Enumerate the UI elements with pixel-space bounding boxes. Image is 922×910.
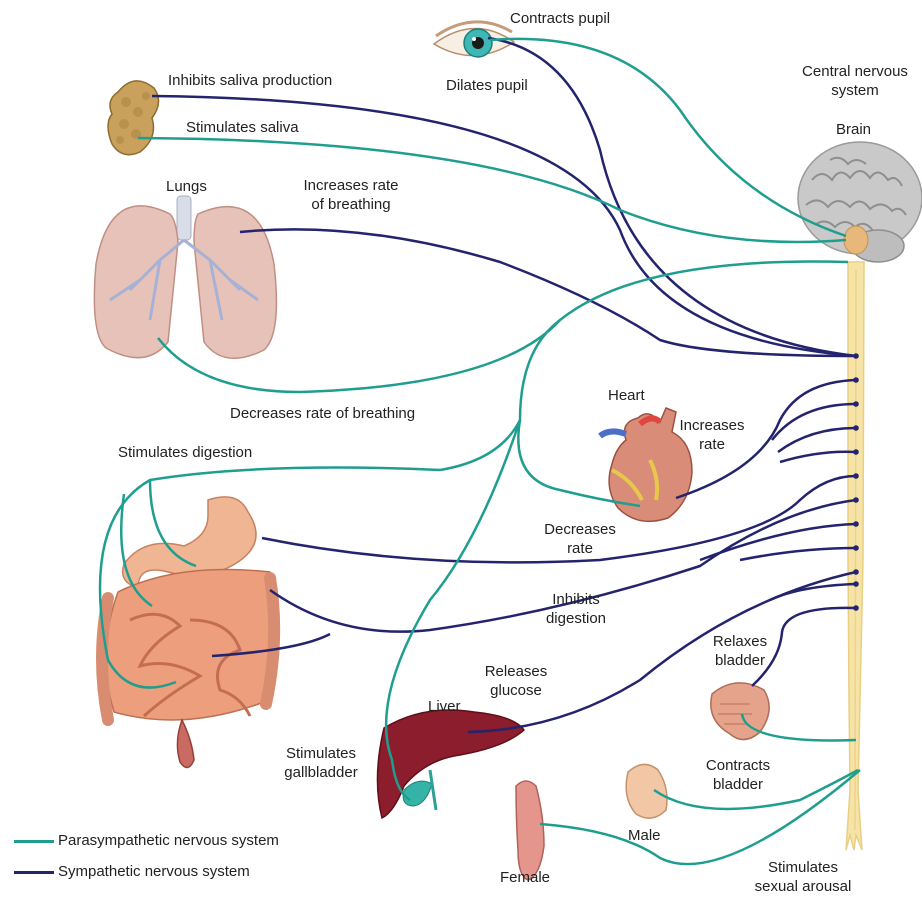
label-decreases-rate-line2: rate bbox=[567, 540, 593, 557]
label-dilates-pupil: Dilates pupil bbox=[446, 77, 528, 94]
heart-icon bbox=[598, 407, 693, 523]
para-male bbox=[653, 768, 859, 811]
para-lungs bbox=[157, 319, 561, 394]
label-inhibits-digestion: Inhibits digestion bbox=[536, 590, 616, 628]
label-sexual-arousal-line2: sexual arousal bbox=[754, 878, 852, 895]
label-liver: Liver bbox=[428, 698, 461, 715]
brain-icon bbox=[797, 141, 922, 263]
label-increases-rate: Increases rate bbox=[672, 416, 752, 454]
label-increases-rate-line2: rate bbox=[699, 436, 725, 453]
para-female bbox=[539, 769, 861, 866]
legend-label-parasympathetic: Parasympathetic nervous system bbox=[58, 832, 279, 849]
lungs-icon bbox=[93, 195, 278, 360]
label-lungs: Lungs bbox=[166, 178, 207, 195]
para-gallbladder bbox=[384, 419, 522, 802]
label-decreases-rate: Decreases rate bbox=[540, 520, 620, 558]
legend-label-sympathetic: Sympathetic nervous system bbox=[58, 863, 250, 880]
label-stimulates-gallbladder-line1: Stimulates bbox=[285, 745, 357, 762]
legend-swatch-parasympathetic bbox=[14, 840, 54, 843]
salivary-gland-icon bbox=[107, 80, 160, 156]
label-brain: Brain bbox=[836, 121, 872, 138]
symp-pupil bbox=[487, 36, 857, 358]
label-increases-breathing: Increases rate of breathing bbox=[296, 176, 406, 214]
eye-icon bbox=[432, 20, 516, 58]
label-releases-glucose-line1: Releases bbox=[484, 663, 548, 680]
label-male: Male bbox=[628, 827, 661, 844]
legend-swatch-sympathetic bbox=[14, 871, 54, 874]
label-heart: Heart bbox=[608, 387, 645, 404]
symp-stomach bbox=[261, 474, 857, 564]
para-pupil bbox=[489, 37, 847, 238]
liver-icon bbox=[376, 709, 526, 820]
label-decreases-rate-line1: Decreases bbox=[544, 521, 616, 538]
label-contracts-pupil: Contracts pupil bbox=[510, 10, 611, 27]
sympathetic-nerves bbox=[151, 36, 857, 734]
label-releases-glucose: Releases glucose bbox=[476, 662, 556, 700]
label-sexual-arousal: Stimulates sexual arousal bbox=[748, 858, 858, 896]
symp-intestine bbox=[269, 498, 857, 633]
label-contracts-bladder-line1: Contracts bbox=[705, 757, 771, 774]
label-stimulates-digestion: Stimulates digestion bbox=[118, 444, 253, 461]
symp-lungs bbox=[239, 228, 857, 358]
label-increases-breathing-line2: of breathing bbox=[311, 196, 391, 213]
label-stimulates-gallbladder-line2: gallbladder bbox=[284, 764, 358, 781]
label-cns: Central nervous system bbox=[800, 62, 910, 100]
label-contracts-bladder-line2: bladder bbox=[712, 776, 764, 793]
label-decreases-breathing: Decreases rate of breathing bbox=[230, 405, 416, 422]
label-contracts-bladder: Contracts bladder bbox=[698, 756, 778, 794]
label-increases-breathing-line1: Increases rate bbox=[303, 177, 399, 194]
label-sexual-arousal-line1: Stimulates bbox=[767, 859, 839, 876]
label-relaxes-bladder: Relaxes bladder bbox=[700, 632, 780, 670]
label-stimulates-saliva: Stimulates saliva bbox=[186, 119, 299, 136]
para-bladder bbox=[740, 713, 857, 742]
label-inhibits-saliva: Inhibits saliva production bbox=[168, 72, 333, 89]
label-increases-rate-line1: Increases bbox=[679, 417, 745, 434]
symp-liver bbox=[467, 570, 857, 734]
para-heart bbox=[517, 419, 641, 508]
label-releases-glucose-line2: glucose bbox=[490, 682, 542, 699]
label-cns-line2: system bbox=[831, 82, 879, 99]
label-female: Female bbox=[500, 869, 551, 886]
symp-bladder bbox=[751, 606, 857, 687]
spinal-junctions bbox=[853, 353, 859, 611]
para-saliva bbox=[137, 136, 847, 244]
label-relaxes-bladder-line2: bladder bbox=[714, 652, 766, 669]
bladder-icon bbox=[710, 682, 770, 741]
parasympathetic-nerves bbox=[98, 37, 861, 866]
label-stimulates-gallbladder: Stimulates gallbladder bbox=[276, 744, 366, 782]
symp-saliva bbox=[151, 94, 857, 358]
male-organ-icon bbox=[625, 763, 668, 819]
symp-heart bbox=[675, 378, 857, 500]
label-cns-line1: Central nervous bbox=[802, 63, 908, 80]
label-inhibits-digestion-line2: digestion bbox=[545, 610, 607, 627]
digestive-system-icon bbox=[96, 496, 281, 769]
label-relaxes-bladder-line1: Relaxes bbox=[712, 633, 768, 650]
female-organ-icon bbox=[515, 780, 545, 881]
label-inhibits-digestion-line1: Inhibits bbox=[552, 591, 600, 608]
